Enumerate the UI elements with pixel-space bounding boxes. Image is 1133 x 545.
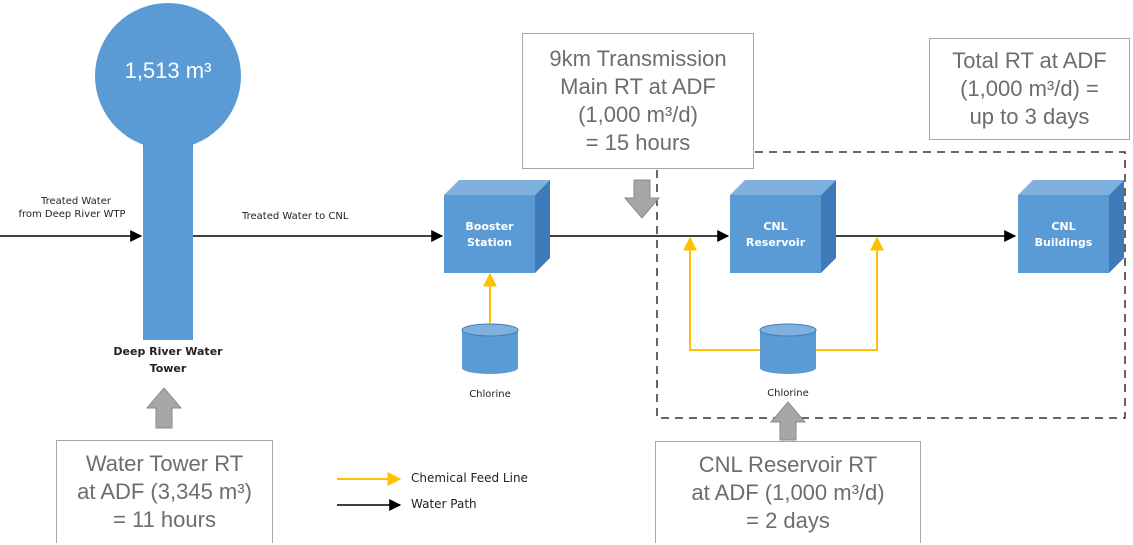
buildings-label-line1: CNL <box>1051 220 1076 233</box>
legend-chemical-label: Chemical Feed Line <box>411 471 528 485</box>
callout-water-tower: Water Tower RT at ADF (3,345 m³) = 11 ho… <box>56 440 273 543</box>
reservoir-label: CNL Reservoir <box>730 219 821 251</box>
callout-total: Total RT at ADF (1,000 m³/d) = up to 3 d… <box>929 38 1130 140</box>
booster-label-line1: Booster <box>465 220 514 233</box>
tower-volume: 1,513 m³ <box>124 58 212 83</box>
tower-column <box>143 120 193 340</box>
callout-transmission-line4: = 15 hours <box>585 130 691 155</box>
arrow-reservoir <box>769 401 807 441</box>
cnl-boundary <box>656 151 1126 419</box>
tower-tank <box>95 3 241 149</box>
callout-reservoir-line2: at ADF (1,000 m³/d) <box>691 479 885 505</box>
callout-total-line1: Total RT at ADF <box>952 48 1107 73</box>
buildings-label: CNL Buildings <box>1018 219 1109 251</box>
callout-reservoir: CNL Reservoir RT at ADF (1,000 m³/d) = 2… <box>655 441 921 543</box>
reservoir-label-line2: Reservoir <box>745 236 806 249</box>
callout-transmission-line2: Main RT at ADF <box>560 74 716 99</box>
treated-in-line1: Treated Water <box>41 196 111 207</box>
legend-water-label: Water Path <box>411 497 477 511</box>
treated-in-line2: from Deep River WTP <box>18 209 126 220</box>
tower-name-line2: Tower <box>149 362 187 375</box>
booster-station-cube <box>444 180 550 273</box>
chlorine-label-2: Chlorine <box>767 388 809 399</box>
booster-label: Booster Station <box>444 219 535 251</box>
chlorine-tank-1 <box>461 323 519 374</box>
callout-water-tower-line1: Water Tower RT <box>85 451 244 476</box>
arrow-tower <box>145 387 183 429</box>
callout-total-line2: (1,000 m³/d) = <box>960 76 1099 101</box>
tower-name-line1: Deep River Water <box>113 345 223 358</box>
arrow-transmission <box>623 179 661 219</box>
chlorine-tank-2 <box>759 323 817 374</box>
callout-transmission: 9km Transmission Main RT at ADF (1,000 m… <box>522 33 754 169</box>
callout-reservoir-line3: = 2 days <box>746 507 830 533</box>
feed-line-reservoir-right <box>816 236 884 351</box>
booster-label-line2: Station <box>466 236 513 249</box>
feed-line-reservoir-left <box>683 236 760 351</box>
reservoir-label-line1: CNL <box>763 220 788 233</box>
callout-water-tower-line3: = 11 hours <box>113 507 216 532</box>
callout-transmission-line1: 9km Transmission <box>549 46 727 71</box>
buildings-label-line2: Buildings <box>1034 236 1093 249</box>
callout-reservoir-line1: CNL Reservoir RT <box>698 451 878 477</box>
chlorine-label-1: Chlorine <box>469 389 511 400</box>
callout-transmission-line3: (1,000 m³/d) <box>578 102 698 127</box>
callout-total-line3: up to 3 days <box>969 104 1090 129</box>
cnl-buildings-cube <box>1018 180 1124 273</box>
cnl-reservoir-cube <box>730 180 836 273</box>
callout-water-tower-line2: at ADF (3,345 m³) <box>77 479 252 504</box>
treated-to-cnl: Treated Water to CNL <box>242 211 349 222</box>
